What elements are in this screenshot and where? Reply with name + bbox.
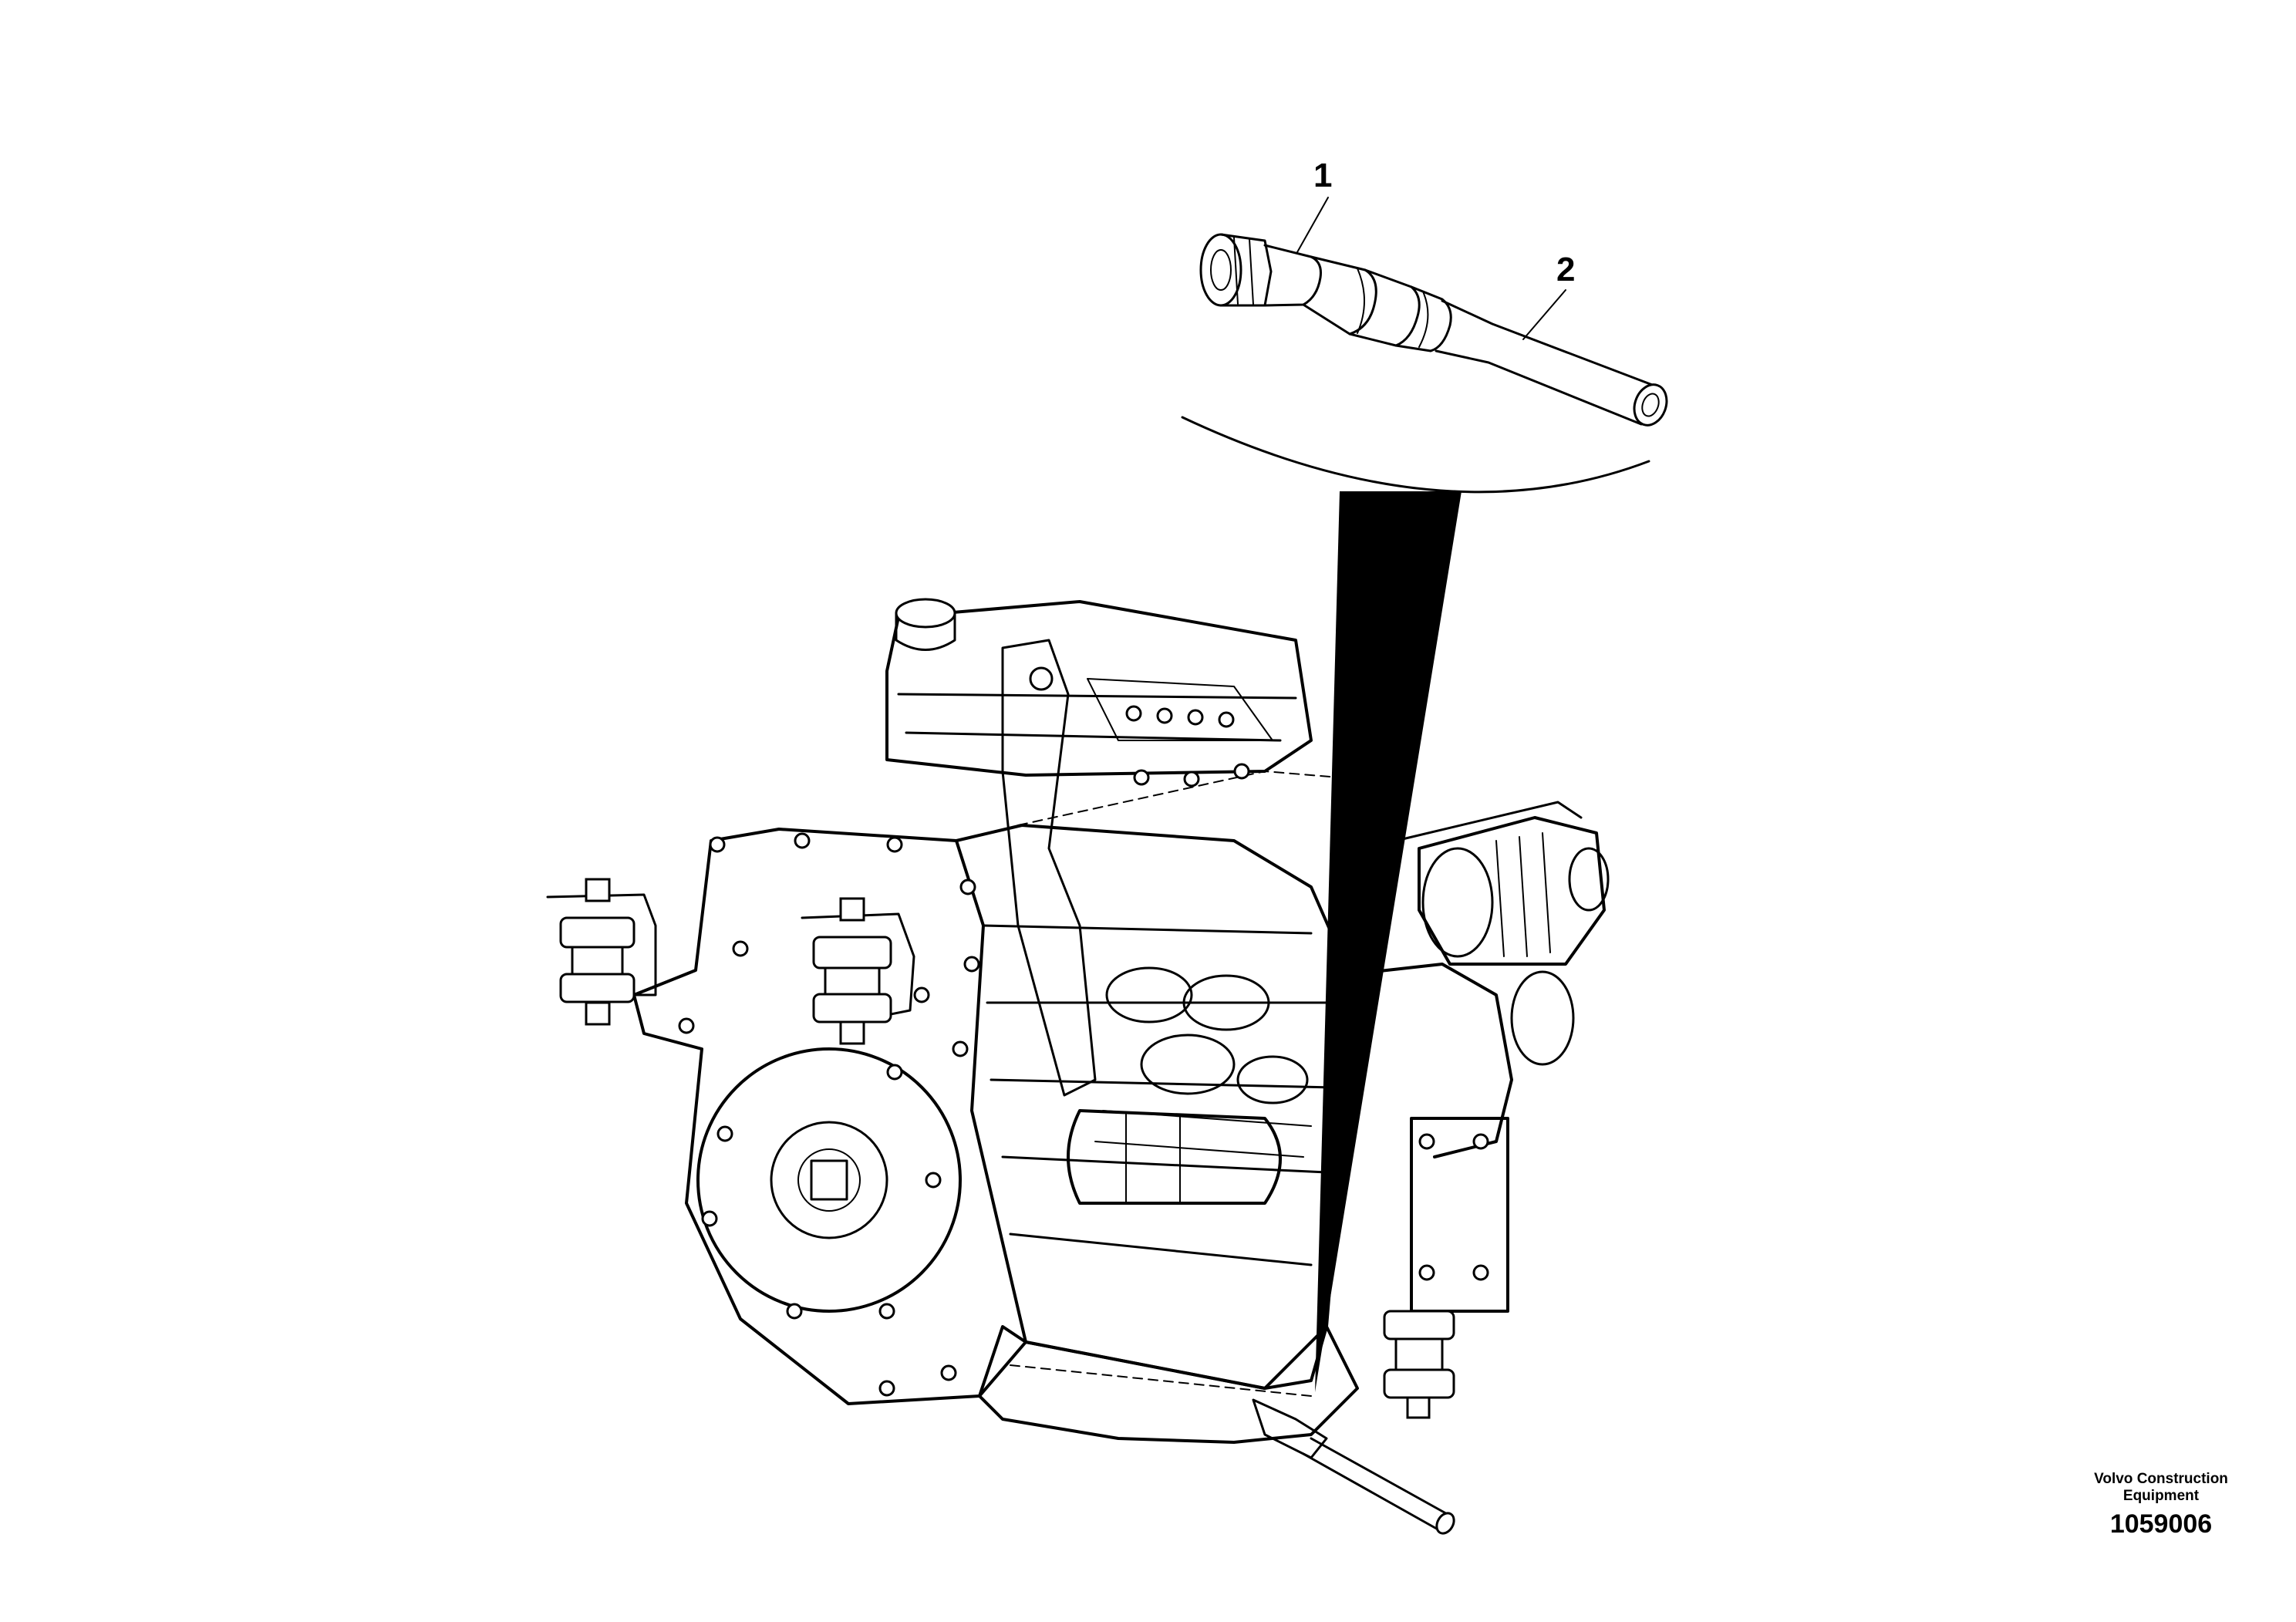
engine-mount-left [546,878,657,1026]
company-name: Volvo Construction Equipment [2094,1471,2228,1504]
oil-filler-cap [895,598,956,651]
credit-block: Volvo Construction Equipment 1059006 [2068,1471,2254,1539]
detail-view-sensor [1181,197,1668,494]
housing-bolts [678,832,980,1397]
engine-mount-right [1383,1310,1455,1419]
engine-block [955,824,1359,1390]
callout-number-2: 2 [1556,251,1576,288]
drawing-number: 1059006 [2109,1509,2213,1539]
lifting-bracket [1001,639,1097,1097]
installed-sensor [1252,1398,1455,1535]
detail-view-arc [1181,416,1650,494]
engine-assembly [546,598,1610,1535]
engine-mount-center [801,897,915,1045]
alternator [1418,816,1610,966]
cable-end [1633,383,1668,427]
oil-pan [978,1325,1359,1444]
leader-line-1 [1296,197,1329,253]
detail-pointer [1315,491,1462,1392]
starter-motor [1067,1109,1282,1205]
manifold-details [1094,966,1312,1158]
leader-line-2 [1522,289,1566,340]
cylinder-head [885,600,1313,777]
right-bracket [1371,801,1583,1313]
callout-number-1: 1 [1313,157,1333,194]
flywheel [696,1047,962,1313]
flywheel-housing [632,828,1027,1405]
